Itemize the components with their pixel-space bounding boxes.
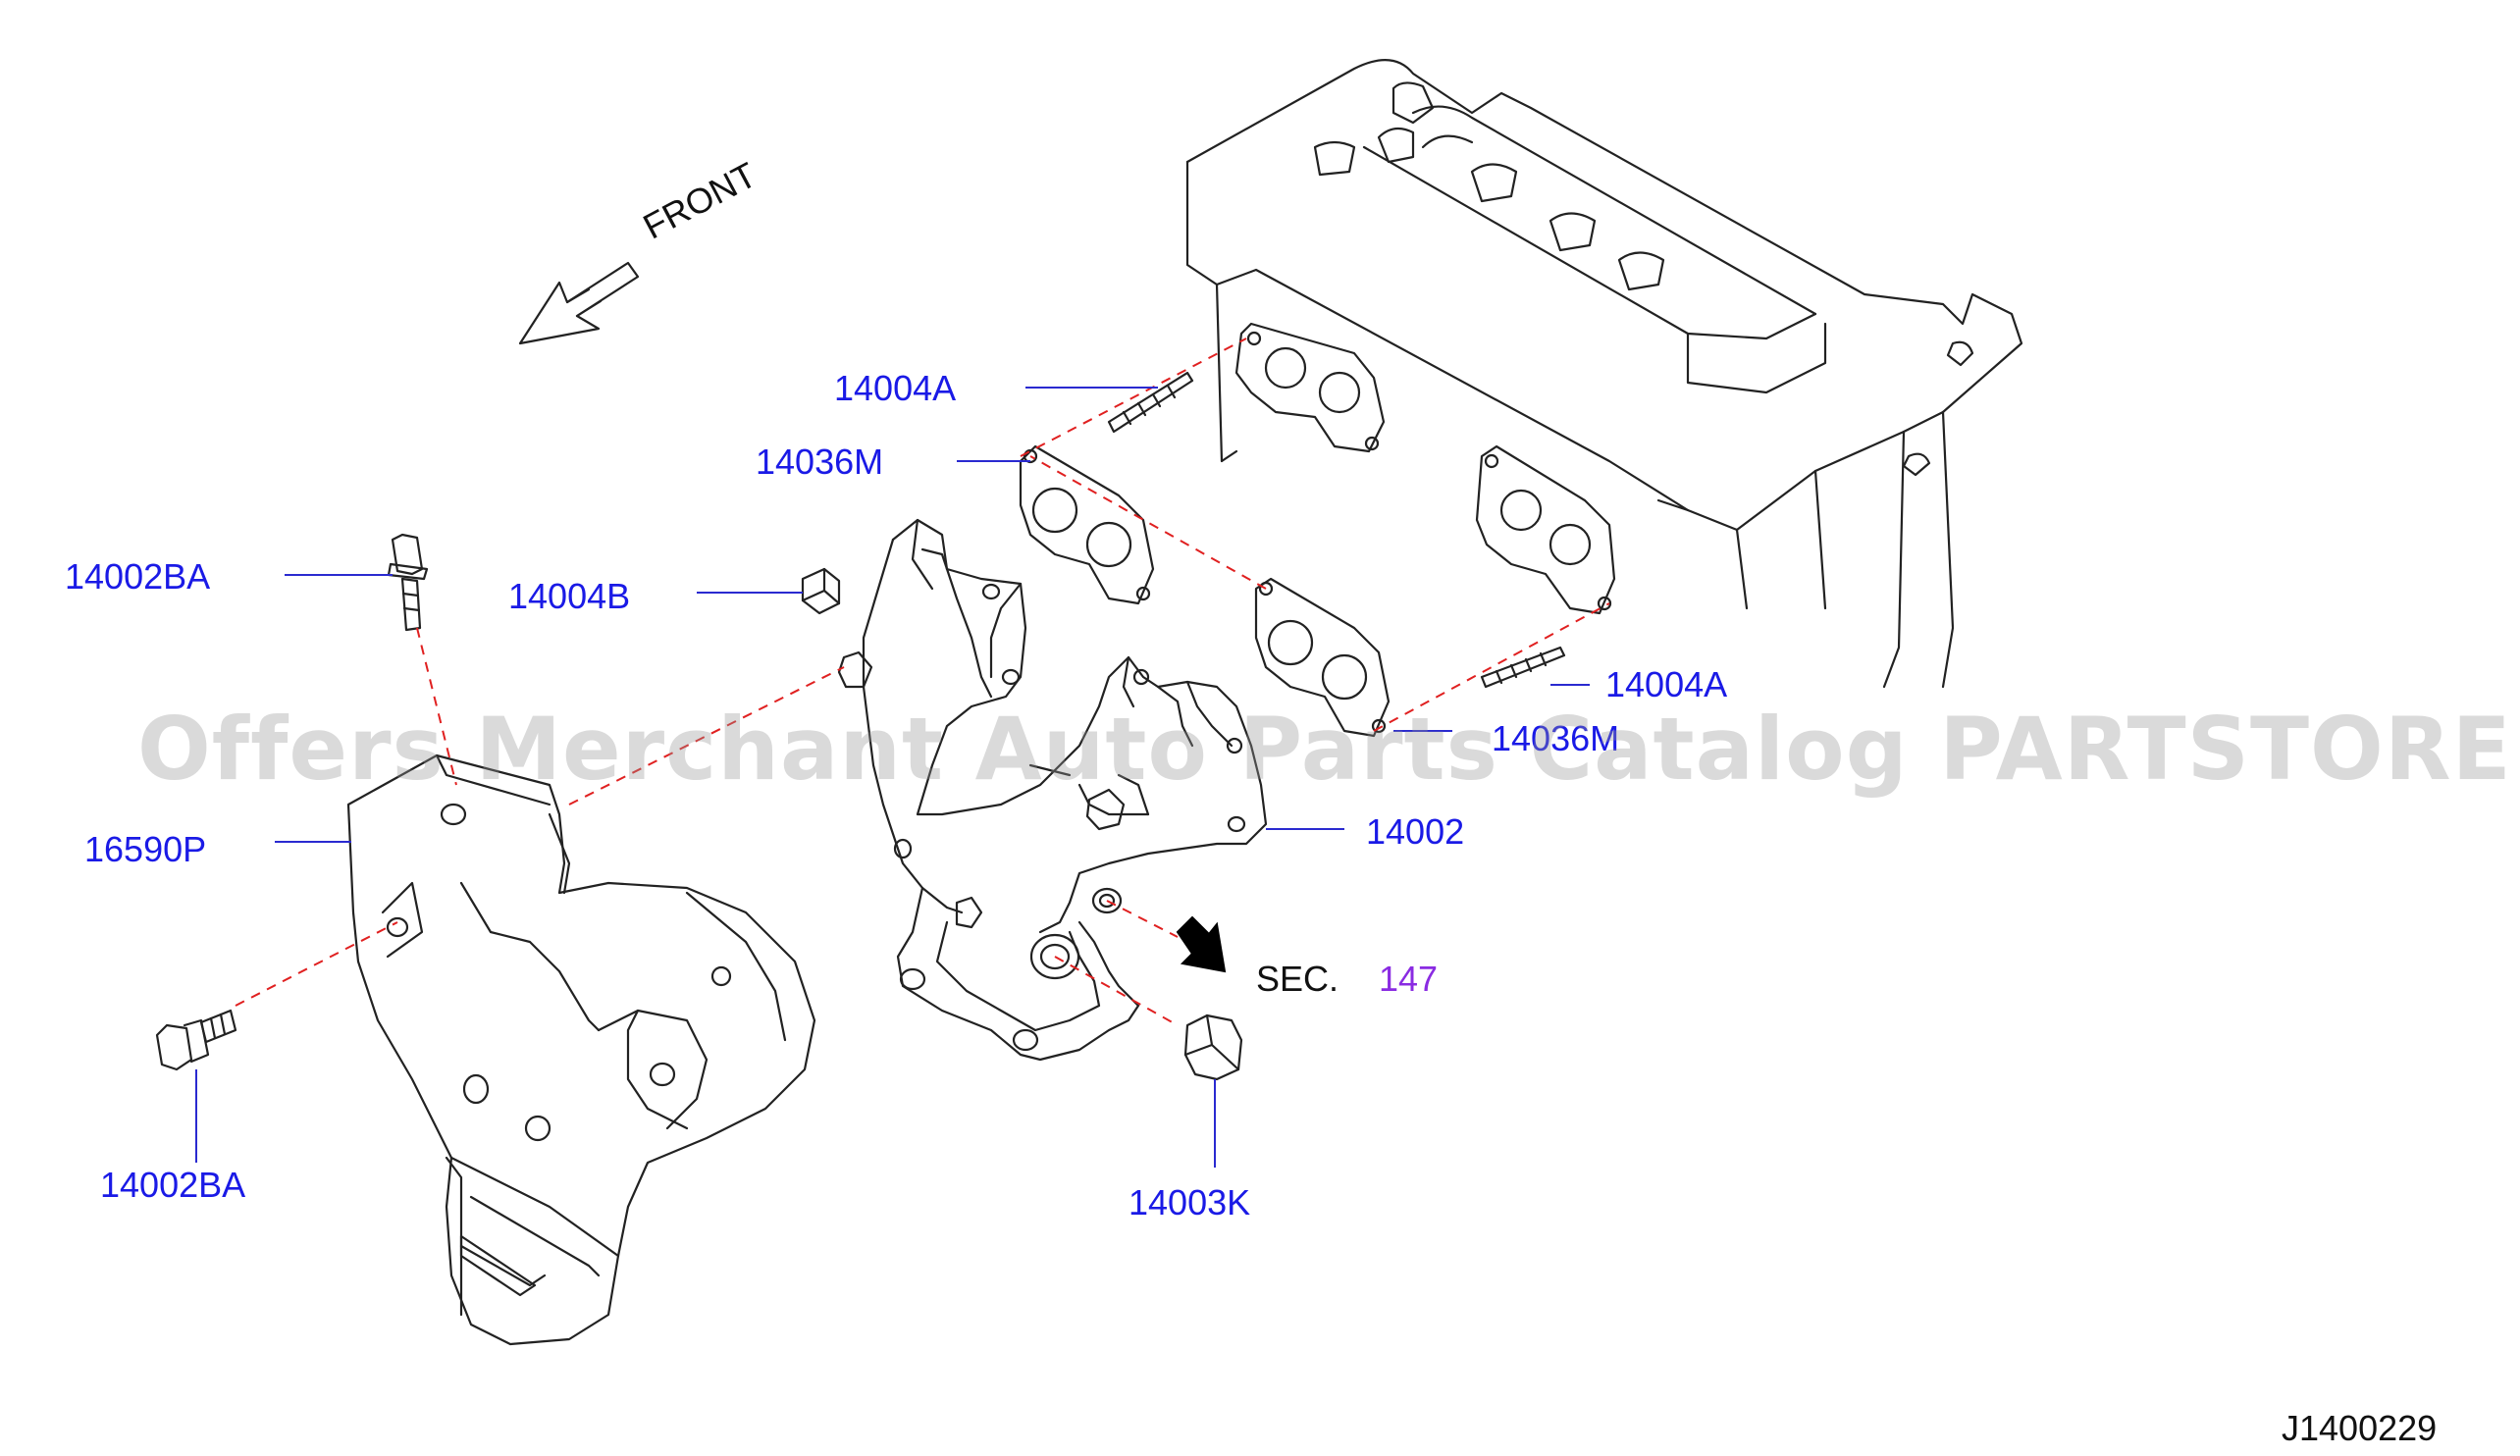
alignment-dashes	[235, 338, 1610, 1026]
label-14004a-top: 14004A	[834, 368, 957, 408]
label-14002: 14002	[1366, 811, 1465, 852]
sec-arrow-icon	[1176, 915, 1227, 973]
stud-14004a-right	[1480, 646, 1566, 689]
heat-shield-16590p	[346, 754, 816, 1346]
front-arrow-icon	[518, 261, 640, 345]
label-14003k: 14003K	[1129, 1182, 1251, 1222]
label-sec-number[interactable]: 147	[1379, 959, 1439, 999]
label-14004a-right: 14004A	[1605, 664, 1728, 704]
exhaust-manifold-14002	[837, 518, 1268, 1062]
head-gasket-top	[1234, 322, 1386, 453]
plug-14003k	[1183, 1014, 1243, 1081]
label-16590p: 16590P	[84, 829, 207, 869]
gasket-14036m-lower	[1254, 577, 1391, 738]
bolt-14002ba-top	[387, 533, 429, 632]
label-14036m-top: 14036M	[756, 442, 884, 482]
label-14036m-right: 14036M	[1492, 718, 1620, 758]
watermark: Offers Merchant Auto Parts Catalog PARTS…	[137, 699, 2520, 800]
gasket-14036m-upper	[1019, 444, 1155, 605]
label-sec: SEC.	[1256, 959, 1339, 999]
label-14002ba-bottom: 14002BA	[100, 1165, 246, 1205]
engine-head-outline	[1185, 59, 2023, 689]
diagram-id: J1400229	[2282, 1408, 2438, 1448]
head-gasket-right	[1475, 444, 1616, 615]
nut-14004b	[801, 567, 841, 615]
bolt-14002ba-bottom	[155, 1009, 237, 1071]
label-14002ba-top: 14002BA	[65, 556, 211, 597]
stud-14004a-upper	[1107, 371, 1194, 434]
leader-lines	[195, 387, 1590, 1168]
label-14004b: 14004B	[508, 576, 631, 616]
